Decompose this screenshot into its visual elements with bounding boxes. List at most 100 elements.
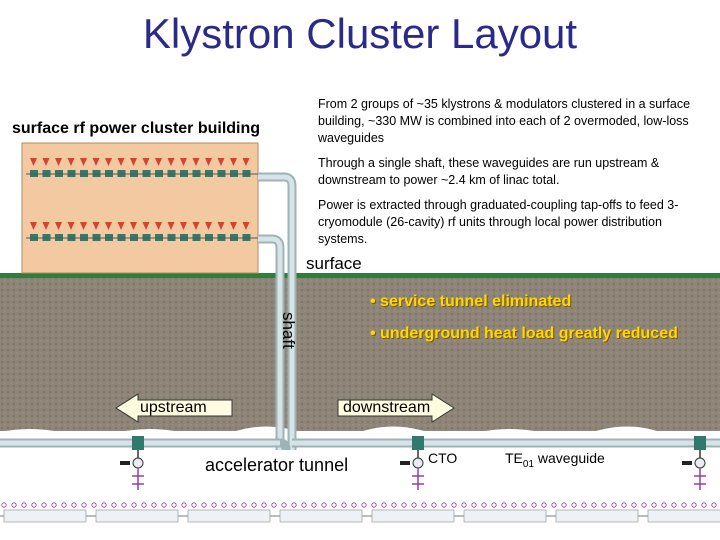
cavity-icon [401,502,407,508]
shaft-label: shaft [279,312,298,349]
cryomodule-box [187,509,271,523]
cto-label: CTO [428,450,458,466]
page-title: Klystron Cluster Layout [142,10,578,57]
klystron-icon [30,222,37,230]
cavity-icon [151,502,157,508]
cavity-icon [701,502,707,508]
klystron-icon [92,222,100,230]
cavity-icon [101,502,107,508]
cavity-icon [511,502,517,508]
cavity-icon [81,502,87,508]
klystron-icon [130,222,137,230]
klystron-icon [80,222,87,230]
cavity-icon [711,502,717,508]
cryomodule-box [371,509,455,523]
waveguide-mode-sub: 01 [522,458,535,470]
klystron-icon [67,158,75,166]
cavity-icon [651,502,657,508]
klystron-icon [80,158,87,166]
distribution-feed [694,468,706,490]
klystron-icon [142,222,150,230]
cavity-icon [231,502,237,508]
cavity-icon [321,502,327,508]
cavity-icon [131,502,137,508]
klystron-icon [155,222,162,230]
tunnel-label: accelerator tunnel [205,455,349,475]
klystron-icon [167,158,175,166]
tapoff-station-right [682,436,706,469]
cavity-icon [551,502,557,508]
waveguide-mode-label: TE01 waveguide [505,450,605,470]
cavity-icon [661,502,667,508]
cryomodule-box [3,509,87,523]
cavity-icon [351,502,357,508]
cavity-icon [301,502,307,508]
bullet-service-tunnel: • service tunnel eliminated [370,293,572,310]
cavity-icon [41,502,47,508]
cavity-icon [631,502,637,508]
cavity-icon [51,502,57,508]
cavity-icon [31,502,37,508]
cavity-icon [371,502,377,508]
cavity-icon [91,502,97,508]
cavity-icon [571,502,577,508]
tapoff-station-left [120,436,144,469]
cavity-icon [191,502,197,508]
klystron-icon [192,158,200,166]
klystron-icon [192,222,200,230]
cavity-icon [471,502,477,508]
cavity-icon [311,502,317,508]
cavity-icon [591,502,597,508]
cavity-icon [461,502,467,508]
klystron-icon [92,158,100,166]
klystron-icon [217,222,225,230]
cavity-icon [271,502,277,508]
cavity-icon [381,502,387,508]
klystron-icon [30,158,37,166]
klystron-icon [117,158,125,166]
cavity-icon [641,502,647,508]
cavity-icon [541,502,547,508]
klystron-icon [130,158,137,166]
waveguide-upper-inner [258,174,295,450]
cavity-icon [671,502,677,508]
klystron-icon [242,222,250,230]
cavity-icon [421,502,427,508]
cavity-icon [111,502,117,508]
klystron-icon [242,158,250,166]
klystron-icon [155,158,162,166]
bullet-heat-load: • underground heat load greatly reduced [370,325,678,342]
paragraph-shaft: Through a single shaft, these waveguides… [318,156,660,187]
cavity-icon [561,502,567,508]
cavity-icon [71,502,77,508]
tunnel-edge [0,426,720,440]
cryomodule-box [279,509,363,523]
cavity-icon [251,502,257,508]
surface-label: surface [306,254,362,273]
local-distribution-systems [0,468,720,523]
klystron-icon [205,222,212,230]
upstream-arrow [115,393,233,423]
upstream-label: upstream [140,399,207,416]
cavity-icon [451,502,457,508]
klystron-rows [26,158,258,241]
paragraph-tapoffs: Power is extracted through graduated-cou… [318,198,679,246]
cavity-icon [61,502,67,508]
klystron-icon [230,222,237,230]
cavity-icon [121,502,127,508]
cavity-icon [331,502,337,508]
cavity-icon [11,502,17,508]
cavity-icon [21,502,27,508]
cavity-icon [491,502,497,508]
cryomodule-box [647,509,720,523]
klystron-icon [180,158,187,166]
klystron-icon [167,222,175,230]
downstream-label: downstream [343,399,431,416]
cavity-icon [611,502,617,508]
cavity-icon [411,502,417,508]
cryomodule-box [555,509,639,523]
cryomodule-box [95,509,179,523]
cavity-icon [161,502,167,508]
cavity-icon [581,502,587,508]
